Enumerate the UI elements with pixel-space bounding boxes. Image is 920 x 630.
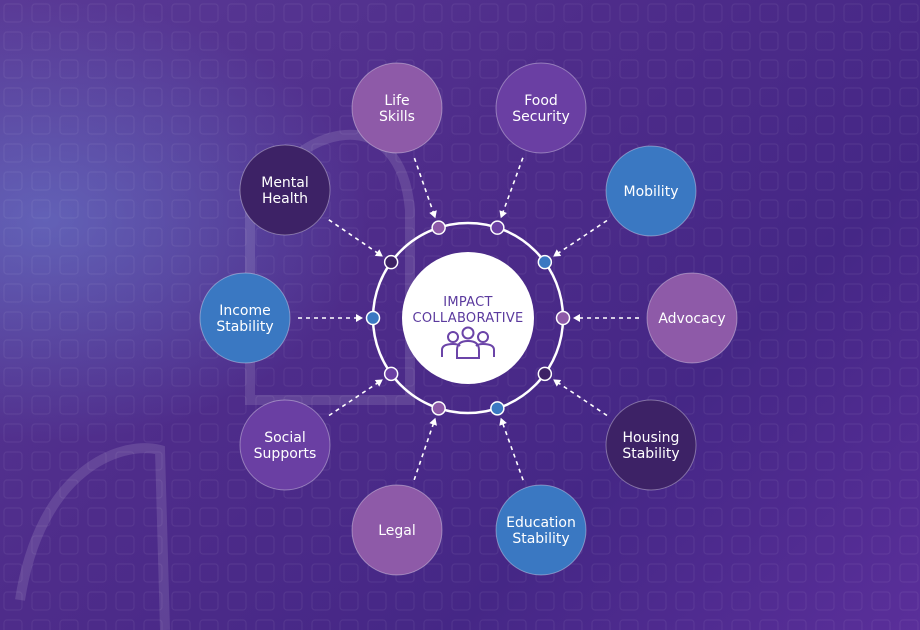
arrowhead-income-stability [356, 314, 363, 322]
node-social-supports [239, 399, 331, 491]
people-group-icon [441, 326, 495, 359]
node-food-security [495, 62, 587, 154]
node-mental-health [239, 144, 331, 236]
arrowhead-food-security [499, 210, 507, 219]
node-label-income-stability-2: Stability [216, 319, 273, 335]
center-title-line1: IMPACT [443, 295, 493, 310]
node-label-food-security-1: Food [524, 93, 558, 109]
connector-arrow-mobility [554, 219, 608, 257]
arrowhead-legal [429, 417, 437, 426]
ring-dot-social-supports [383, 366, 399, 382]
ring-dot-food-security [490, 220, 505, 235]
node-advocacy [646, 272, 738, 364]
node-label-education-stability-2: Stability [512, 531, 569, 547]
connector-arrow-food-security [500, 157, 524, 217]
node-label-mental-health-2: Health [262, 191, 308, 207]
ring-dot-income-stability [365, 310, 381, 326]
node-income-stability [199, 272, 291, 364]
arrowhead-social-supports [374, 379, 383, 387]
node-label-mental-health-1: Mental [261, 175, 309, 191]
node-label-social-supports-2: Supports [254, 446, 317, 462]
center-title-line2: COLLABORATIVE [412, 311, 523, 326]
node-label-mobility-1: Mobility [624, 184, 679, 200]
arrowhead-mental-health [374, 249, 383, 257]
arrowhead-life-skills [429, 210, 437, 219]
node-label-income-stability-1: Income [219, 303, 271, 319]
node-life-skills [351, 62, 443, 154]
node-label-life-skills-1: Life [384, 93, 409, 109]
node-label-education-stability-1: Education [506, 515, 576, 531]
connector-arrow-mental-health [328, 219, 382, 257]
connector-arrow-life-skills [413, 157, 436, 217]
connector-arrow-education-stability [500, 419, 524, 481]
node-label-advocacy-1: Advocacy [658, 311, 725, 327]
node-label-housing-stability-2: Stability [622, 446, 679, 462]
node-label-life-skills-2: Skills [379, 109, 415, 125]
node-label-housing-stability-1: Housing [623, 430, 680, 446]
arrowhead-housing-stability [553, 379, 562, 387]
center-hub [402, 252, 534, 384]
node-education-stability [495, 484, 587, 576]
ring-dot-legal [431, 401, 446, 416]
connector-arrow-housing-stability [554, 379, 608, 417]
node-label-legal-1: Legal [378, 523, 416, 539]
node-legal [351, 484, 443, 576]
arrowhead-education-stability [499, 417, 507, 426]
ring-dot-mobility [537, 254, 553, 270]
node-label-food-security-2: Security [512, 109, 570, 125]
ring-dot-mental-health [383, 254, 399, 270]
ring-dot-advocacy [555, 310, 571, 326]
node-housing-stability [605, 399, 697, 491]
node-label-social-supports-1: Social [264, 430, 306, 446]
arrowhead-mobility [553, 249, 562, 257]
ring-dot-education-stability [490, 401, 505, 416]
node-mobility [605, 145, 697, 237]
connector-arrow-social-supports [328, 379, 382, 417]
ring-dot-life-skills [431, 220, 446, 235]
ring-dot-housing-stability [537, 366, 553, 382]
connector-arrow-legal [413, 419, 436, 481]
arrowhead-advocacy [573, 314, 580, 322]
